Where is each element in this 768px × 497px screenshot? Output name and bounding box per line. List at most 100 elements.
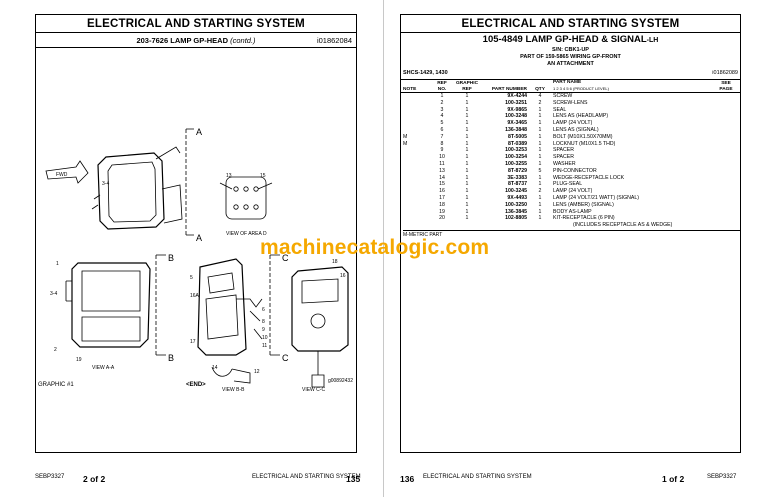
row-see-page [712, 181, 740, 188]
row-graphic-ref: 1 [465, 201, 469, 208]
diagram-callout: 3-4 [50, 291, 57, 297]
row-graphic-ref: 1 [465, 160, 469, 167]
right-footer-section: ELECTRICAL AND STARTING SYSTEM [423, 474, 532, 480]
row-part-number: 100-3251 [505, 99, 527, 106]
header-levels: 1 2 3 4 5 6 (PRODUCT LEVEL) [553, 85, 609, 91]
row-graphic-ref: 1 [465, 133, 469, 140]
view-label: VIEW OF AREA D [226, 231, 267, 237]
row-qty: 1 [538, 194, 542, 201]
left-section-title: ELECTRICAL AND STARTING SYSTEM [36, 15, 356, 33]
row-qty: 5 [538, 167, 542, 174]
row-part-name: LAMP (24 VOLT) [553, 120, 593, 127]
row-see-page [712, 202, 740, 209]
left-footer-page-number: 135 [346, 474, 360, 484]
row-graphic-ref: 1 [465, 93, 469, 99]
row-graphic-ref [453, 222, 481, 229]
row-part-number: 8T-5005 [507, 133, 527, 140]
row-part-number: 9X-4244 [507, 93, 527, 99]
row-ref: 6 [440, 126, 444, 133]
diagram-callout: 16 [340, 273, 346, 279]
view-b-b-housing-icon [197, 258, 263, 384]
row-qty: 1 [538, 126, 542, 133]
diagram-callout: 14 [212, 365, 218, 371]
group-title-text: 105-4849 LAMP GP-HEAD & SIGNAL [482, 34, 647, 45]
row-part-number: 100-3248 [505, 113, 527, 120]
row-part-name: PLUG-SEAL [553, 181, 583, 188]
view-a-a-lamp-icon [65, 262, 151, 348]
row-graphic-ref: 1 [465, 126, 469, 133]
row-part-name: LOCKNUT (M10X1.5 THD) [553, 140, 616, 147]
row-ref: 4 [440, 113, 444, 120]
row-ref: 17 [439, 194, 445, 201]
row-graphic-ref: 1 [465, 154, 469, 161]
row-note [401, 188, 431, 195]
row-ref: 15 [439, 181, 445, 188]
left-group-heading-bar: 203-7626 LAMP GP-HEAD (contd.) i01862084 [36, 34, 356, 48]
row-note [401, 100, 431, 107]
row-ref: 10 [439, 154, 445, 161]
diagram-callout: 9 [262, 327, 265, 333]
row-part-number: 9X-3465 [507, 120, 527, 127]
section-letter: B [168, 253, 174, 263]
row-ref: 5 [440, 120, 444, 127]
row-part-number: 100-3250 [505, 201, 527, 208]
view-label: VIEW B-B [222, 387, 245, 393]
diagram-callout: 5 [190, 275, 193, 281]
row-graphic-ref: 1 [465, 120, 469, 127]
section-line-a [185, 128, 194, 236]
row-part-number: 9X-4493 [507, 194, 527, 201]
row-part-name: LENS AS (HEADLAMP) [553, 113, 609, 120]
row-part-number: 8T-8737 [507, 181, 527, 188]
row-ref: 18 [439, 201, 445, 208]
row-part-name: WASHER [553, 160, 576, 167]
row-note [401, 175, 431, 182]
row-note [401, 93, 431, 100]
header-graphic-ref: GRAPHIC REF [453, 79, 481, 93]
group-title-suffix: -LH [646, 37, 659, 44]
diagram-callout: 19 [76, 357, 82, 363]
right-section-title: ELECTRICAL AND STARTING SYSTEM [401, 15, 740, 33]
row-graphic-ref: 1 [465, 174, 469, 181]
row-note [401, 181, 431, 188]
group-heading: 203-7626 LAMP GP-HEAD (contd.) [36, 34, 356, 48]
part-of-line: PART OF 159-5865 WIRING GP-FRONT [520, 54, 621, 60]
row-qty: 1 [538, 140, 542, 147]
row-part-name: SEAL [553, 106, 567, 113]
row-ref: 1 [440, 93, 444, 99]
row-part-number: 136-3845 [505, 208, 527, 215]
row-part-number: 3E-3383 [507, 174, 527, 181]
row-graphic-ref: 1 [465, 167, 469, 174]
header-ref: REF NO. [431, 79, 453, 93]
row-part-number: 100-3253 [505, 147, 527, 154]
right-page: ELECTRICAL AND STARTING SYSTEM 105-4849 … [385, 0, 768, 497]
row-part-number: 100-3254 [505, 154, 527, 161]
row-qty [529, 222, 551, 229]
row-ref: 19 [439, 208, 445, 215]
section-letter: B [168, 353, 174, 363]
row-ref: 9 [440, 147, 444, 154]
row-part-name: BODY AS-LAMP [553, 208, 592, 215]
diagram-callout: 2 [54, 347, 57, 353]
row-part-number: 8T-8729 [507, 167, 527, 174]
row-see-page [712, 222, 740, 229]
parts-table-header: NOTE REF NO. GRAPHIC REF PART NUMBER QTY… [401, 79, 740, 93]
section-letter: C [282, 353, 289, 363]
row-part-name: PIN-CONNECTOR [553, 167, 597, 174]
left-footer-docid: SEBP3327 [35, 474, 65, 480]
right-footer-page-of: 1 of 2 [662, 474, 684, 484]
row-see-page [712, 195, 740, 202]
left-footer-page-of: 2 of 2 [83, 474, 105, 484]
row-graphic-ref: 1 [465, 188, 469, 195]
row-note [401, 113, 431, 120]
row-ref: 14 [439, 174, 445, 181]
